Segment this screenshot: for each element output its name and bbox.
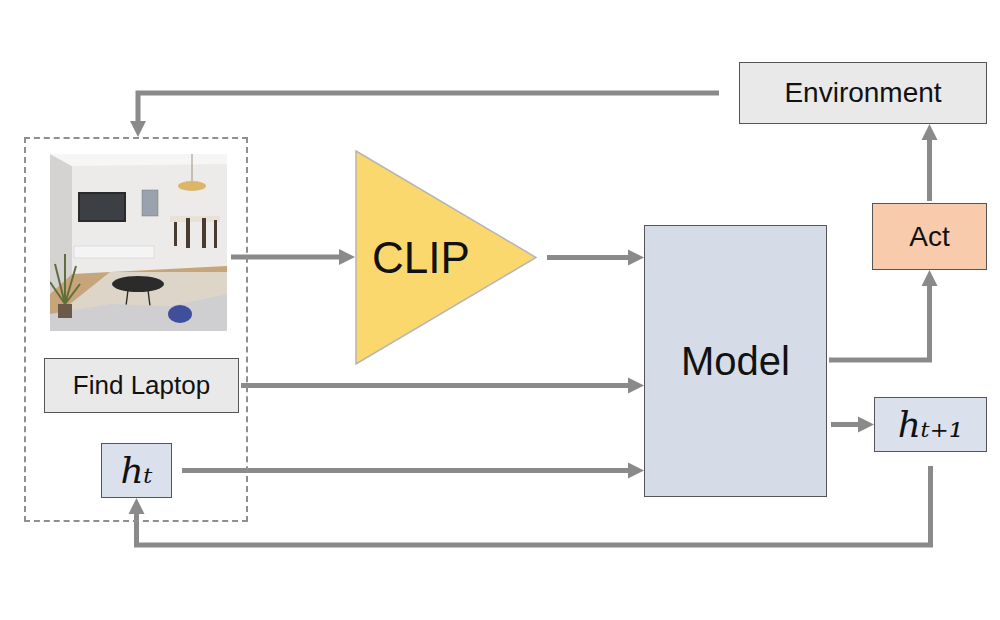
instruction-box: Find Laptop [44,358,239,413]
coffee-table [112,276,164,292]
node-label: Act [909,221,949,253]
tv-screen [80,194,124,220]
image-frame [50,154,227,331]
plant-leaves [50,254,80,304]
flow-arrow [241,378,644,394]
chair [186,218,190,248]
chandelier [178,181,206,191]
chair [202,218,206,248]
state-box: hₜ [101,443,172,498]
arrow-head [628,250,644,266]
flow-arrow [182,463,644,479]
tv-console [74,246,154,258]
node-label: Find Laptop [73,370,210,401]
arrow-line [231,255,345,260]
arrow-head [339,249,355,265]
table-leg [148,290,150,306]
node-label: hₜ₊₁ [898,404,964,445]
plant-pot [58,304,72,318]
environment-box: Environment [739,62,987,124]
triangle-outline [356,151,536,364]
node-label: hₜ [120,450,152,491]
arrow-head [628,463,644,479]
arrow-head [130,121,146,137]
left-wall [50,154,72,294]
flow-arrow [231,249,355,265]
action-box: Act [872,203,987,270]
wood-floor [50,266,227,331]
arrow-head [922,124,938,140]
state-box: hₜ₊₁ [874,397,987,452]
arrow-line [241,383,634,388]
tv [78,192,126,222]
flow-arrow [829,270,938,360]
painting [142,190,158,216]
arrow-head [858,417,874,433]
input-group: Find Laptop hₜ [24,137,248,522]
model-box: Model [644,225,827,497]
chair [174,222,177,246]
flow-arrow [547,250,644,266]
back-wall [50,154,227,331]
arrow-head [628,378,644,394]
encoder-triangle: CLIP [355,150,537,365]
arrow-head [922,270,938,286]
flow-arrow [130,93,719,137]
arrow-head [129,498,145,514]
arrow-line [829,280,930,360]
node-label: Environment [784,77,941,109]
node-label: CLIP [372,233,470,283]
chair [214,220,217,248]
arrow-line [138,93,719,127]
arrow-line [927,134,932,201]
arrow-line [182,468,634,473]
cushion [168,305,192,323]
flow-arrow [831,417,874,433]
arrow-line [547,255,634,260]
room-render [50,154,227,331]
node-label: Model [681,339,790,384]
sofa [50,294,227,331]
dining-table [170,216,220,222]
ceiling [50,154,227,166]
lamp-cord [192,154,193,182]
flow-arrow [922,124,938,201]
table-leg [126,290,128,306]
